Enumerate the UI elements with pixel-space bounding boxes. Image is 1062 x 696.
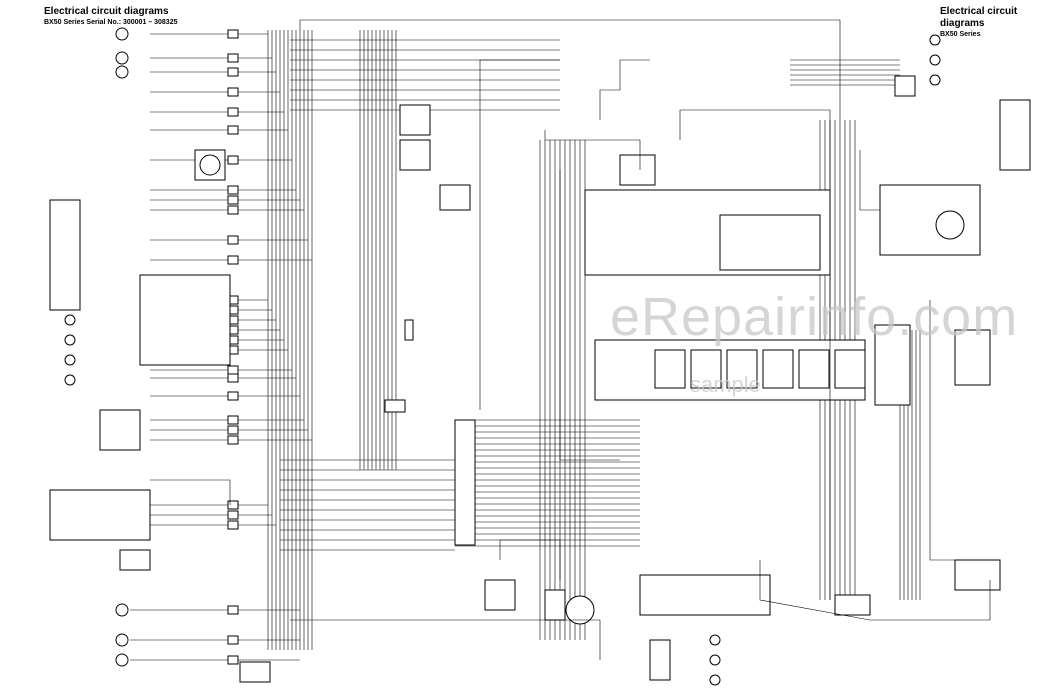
fuse-box	[484, 579, 516, 611]
connector	[384, 399, 406, 413]
relay-unit	[690, 349, 722, 389]
switch-symbol	[64, 354, 76, 366]
combination-switch	[139, 274, 231, 366]
connector	[894, 75, 916, 97]
lamp-symbol	[115, 65, 129, 79]
connector	[227, 53, 239, 63]
wire	[479, 59, 560, 410]
connector	[227, 205, 239, 215]
panel-module	[49, 489, 151, 541]
connector	[227, 155, 239, 165]
connector	[227, 520, 239, 530]
lamp-symbol	[929, 74, 941, 86]
lamp-symbol	[709, 634, 721, 646]
wire	[859, 150, 880, 211]
relay	[399, 139, 431, 171]
relay	[399, 104, 431, 136]
key-switch-symbol	[199, 154, 221, 176]
relay-unit	[798, 349, 830, 389]
sensor-right-2	[954, 329, 991, 386]
connector	[227, 107, 239, 117]
alternator-symbol	[935, 210, 965, 240]
sensor	[404, 319, 414, 341]
relay-unit	[726, 349, 758, 389]
connector	[227, 29, 239, 39]
connector	[227, 391, 239, 401]
page-title: Electrical circuit diagrams	[44, 6, 169, 17]
watermark-sample: sample	[690, 372, 761, 397]
relay-unit	[762, 349, 794, 389]
starter-relay	[719, 214, 821, 271]
connector	[227, 365, 239, 375]
connector	[227, 655, 239, 665]
connector-bottom	[649, 639, 671, 681]
wire	[599, 59, 650, 120]
lamp-symbol	[115, 51, 129, 65]
lamp-symbol	[115, 653, 129, 667]
relay-box	[99, 409, 141, 451]
component-right	[954, 559, 1001, 591]
module-small	[119, 549, 151, 571]
gauge-symbol	[565, 595, 595, 625]
ignition-relay	[619, 154, 656, 186]
main-connector	[454, 419, 476, 546]
alternator	[879, 184, 981, 256]
page-subtitle: BX50 Series Serial No.: 300001 – 308325	[44, 19, 178, 26]
switch-symbol	[64, 314, 76, 326]
wire	[290, 619, 601, 660]
connector	[227, 255, 239, 265]
connector	[227, 510, 239, 520]
lamp-symbol	[115, 633, 129, 647]
connector	[227, 195, 239, 205]
component	[544, 589, 566, 621]
header-left: Electrical circuit diagrams BX50 Series …	[44, 6, 177, 27]
lamp-symbol	[929, 54, 941, 66]
lamp-symbol	[709, 674, 721, 686]
horn-block	[239, 661, 271, 683]
wire	[929, 300, 960, 561]
lamp-symbol	[115, 603, 129, 617]
connector	[227, 67, 239, 77]
connector	[227, 425, 239, 435]
wire	[679, 109, 831, 600]
connector	[227, 415, 239, 425]
connector	[227, 635, 239, 645]
header-right: Electrical circuit diagrams BX50 Series	[940, 6, 1062, 39]
relay	[439, 184, 471, 211]
lamp-symbol	[115, 27, 129, 41]
wire	[499, 539, 561, 580]
connector	[227, 125, 239, 135]
connector-block	[874, 324, 911, 406]
connector	[227, 605, 239, 615]
relay-unit	[834, 349, 866, 389]
sensor-right	[999, 99, 1031, 171]
lamp-symbol	[929, 34, 941, 46]
switch-frame	[49, 199, 81, 311]
wire	[544, 130, 641, 170]
component	[834, 594, 871, 616]
wire	[299, 19, 841, 120]
watermark: eRepairinfo.com	[610, 287, 1019, 347]
connector	[227, 87, 239, 97]
lamp-symbol	[709, 654, 721, 666]
wire	[559, 170, 620, 461]
instrument-connector	[639, 574, 771, 616]
connector	[227, 435, 239, 445]
connector	[227, 185, 239, 195]
connector	[227, 235, 239, 245]
page-subtitle-right: BX50 Series	[940, 31, 981, 38]
page-title-right: Electrical circuit diagrams	[940, 6, 1018, 29]
relay-unit	[654, 349, 686, 389]
connector	[227, 373, 239, 383]
switch-symbol	[64, 374, 76, 386]
switch-symbol	[64, 334, 76, 346]
wire	[759, 560, 991, 621]
connector	[227, 500, 239, 510]
wire	[150, 479, 231, 505]
